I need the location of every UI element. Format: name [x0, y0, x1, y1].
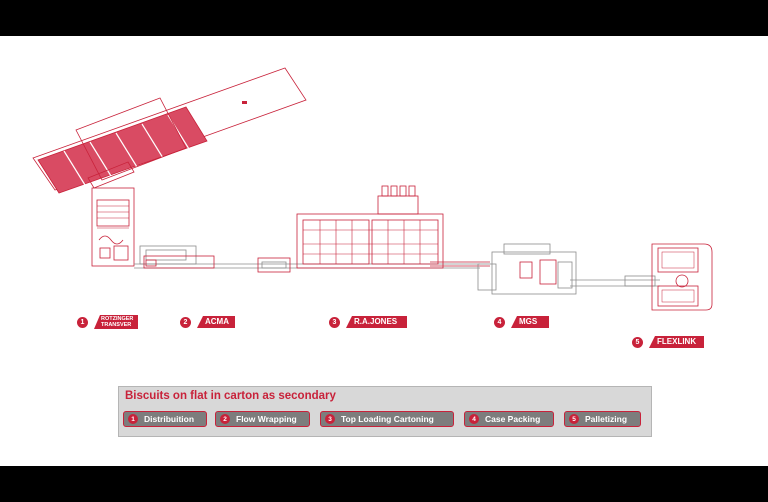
step-number-badge: 3 — [329, 316, 340, 328]
step-number-badge: 5 — [632, 336, 643, 348]
rotzinger-distribution-machine — [32, 67, 307, 267]
legend-item-label: Top Loading Cartoning — [341, 414, 434, 424]
letterbox-top — [0, 0, 768, 36]
machine-label-4: 4 MGS — [494, 315, 550, 329]
brand-tag-rajones: R.A.JONES — [346, 316, 408, 328]
brand-tag-flexlink: FLEXLINK — [649, 336, 705, 348]
step-number-badge: 4 — [494, 316, 505, 328]
legend-item-label: Flow Wrapping — [236, 414, 297, 424]
legend-item-case-packing: 4 Case Packing — [464, 411, 554, 427]
legend-item-label: Palletizing — [585, 414, 628, 424]
legend-item-distribuition: 1 Distribuition — [123, 411, 207, 427]
brand-tag-mgs: MGS — [511, 316, 550, 328]
step-number-badge: 1 — [128, 414, 138, 424]
step-number-badge: 1 — [77, 316, 88, 328]
brand-tag-acma: ACMA — [197, 316, 235, 328]
flexlink-palletizer — [624, 243, 713, 311]
process-legend: Biscuits on flat in carton as secondary … — [118, 386, 652, 437]
step-number-badge: 5 — [569, 414, 579, 424]
main-conveyor — [134, 261, 660, 287]
step-number-badge: 3 — [325, 414, 335, 424]
brand-tag-rotzinger: ROTZINGER TRANSVER — [94, 315, 139, 329]
machine-label-2: 2 ACMA — [180, 315, 235, 329]
legend-item-label: Distribuition — [144, 414, 195, 424]
letterbox-bottom — [0, 466, 768, 502]
machine-label-1: 1 ROTZINGER TRANSVER — [77, 315, 139, 329]
step-number-badge: 2 — [180, 316, 191, 328]
legend-item-flow-wrapping: 2 Flow Wrapping — [215, 411, 310, 427]
machine-label-3: 3 R.A.JONES — [329, 315, 408, 329]
legend-item-top-loading-cartoning: 3 Top Loading Cartoning — [320, 411, 454, 427]
step-number-badge: 4 — [469, 414, 479, 424]
mgs-case-packer — [477, 243, 577, 295]
brand-line-2: TRANSVER — [101, 322, 132, 328]
acma-flow-wrapper — [139, 245, 291, 273]
rajones-cartoner — [296, 185, 444, 269]
layout-canvas: 1 ROTZINGER TRANSVER 2 ACMA 3 R.A.JONES … — [0, 36, 768, 466]
line-layout-drawing — [32, 67, 713, 311]
step-number-badge: 2 — [220, 414, 230, 424]
legend-item-label: Case Packing — [485, 414, 541, 424]
brand-line-1: ROTZINGER — [101, 316, 134, 322]
machine-label-5: 5 FLEXLINK — [632, 335, 705, 349]
legend-title: Biscuits on flat in carton as secondary — [125, 390, 336, 402]
legend-item-palletizing: 5 Palletizing — [564, 411, 641, 427]
